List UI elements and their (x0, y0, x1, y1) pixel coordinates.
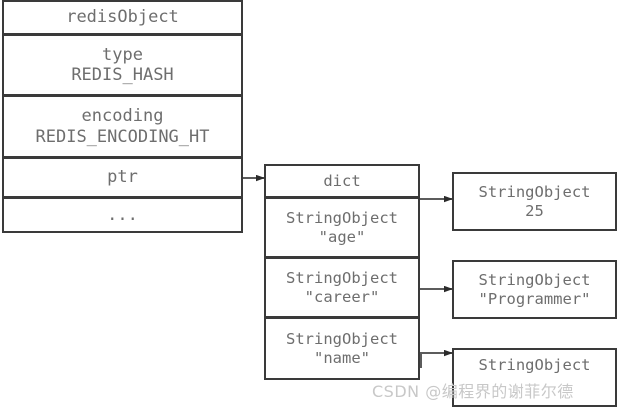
dict-entry-age-type: StringObject (286, 208, 398, 227)
dict-entry-name: StringObject "name" (264, 317, 420, 380)
redis-object-row-ellipsis: ... (2, 197, 243, 233)
redis-object-row-type-field: type (102, 44, 143, 65)
dict-header-row: dict (264, 164, 420, 198)
dict-entry-age: StringObject "age" (264, 197, 420, 258)
dict-entry-career-key: "career" (304, 287, 380, 306)
value-box-name-type: StringObject (478, 356, 591, 374)
dict-entry-name-key: "name" (314, 348, 370, 367)
redis-object-table: redisObject type REDIS_HASH encoding RED… (2, 0, 243, 233)
value-box-name: StringObject (452, 348, 617, 407)
redis-object-row-encoding-field: encoding (81, 106, 164, 127)
redis-object-row-type-value: REDIS_HASH (71, 65, 174, 85)
value-box-age: StringObject 25 (452, 172, 617, 231)
value-box-career-value: "Programmer" (478, 289, 591, 308)
dict-header-label: dict (323, 171, 361, 190)
watermark-text: CSDN @编程界的谢菲尔德 (372, 382, 574, 401)
dict-entry-career: StringObject "career" (264, 257, 420, 318)
redis-object-row-ptr-field: ptr (107, 167, 138, 188)
redis-object-header-row: redisObject (2, 0, 243, 35)
dict-entry-career-type: StringObject (286, 268, 398, 287)
redis-object-row-type: type REDIS_HASH (2, 34, 243, 96)
value-box-age-type: StringObject (478, 182, 591, 201)
redis-object-row-encoding-value: REDIS_ENCODING_HT (35, 126, 210, 147)
value-box-career-type: StringObject (478, 270, 591, 289)
dict-entry-name-type: StringObject (286, 329, 398, 348)
dict-table: dict StringObject "age" StringObject "ca… (264, 164, 420, 381)
redis-object-row-ellipsis-field: ... (107, 204, 138, 225)
redis-object-row-encoding: encoding REDIS_ENCODING_HT (2, 95, 243, 158)
dict-entry-age-key: "age" (318, 227, 366, 246)
redis-object-header-label: redisObject (66, 7, 179, 28)
value-box-career: StringObject "Programmer" (452, 260, 617, 319)
value-box-age-value: 25 (525, 201, 544, 220)
redis-object-row-ptr: ptr (2, 157, 243, 198)
